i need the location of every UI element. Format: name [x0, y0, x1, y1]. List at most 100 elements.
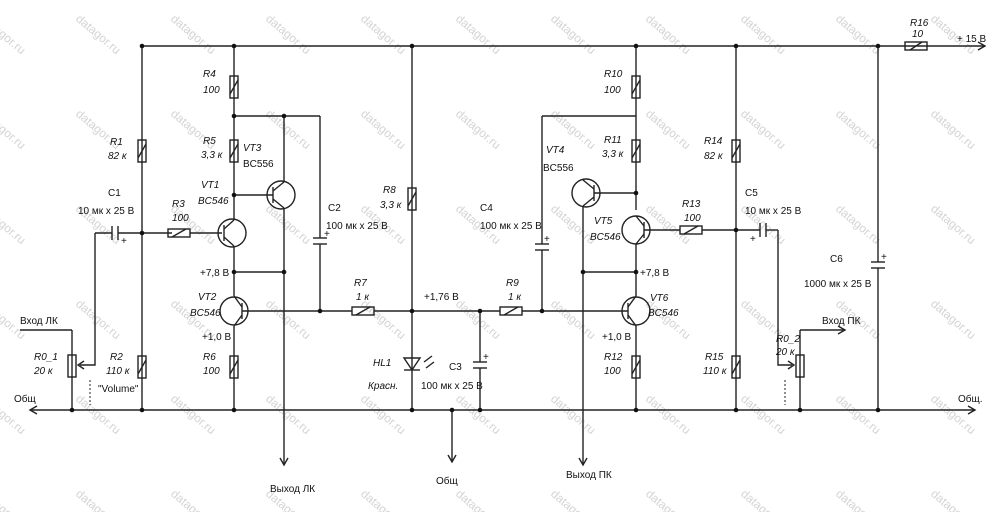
watermark-text: datagor.ru: [263, 107, 313, 152]
watermark-text: datagor.ru: [263, 202, 313, 247]
vt4-name: VT4: [546, 145, 565, 156]
input-left: Вход ЛК: [20, 316, 58, 327]
junction-dot: [409, 308, 415, 314]
watermark-text: datagor.ru: [358, 392, 408, 437]
watermark-text: datagor.ru: [928, 297, 978, 342]
r11-name: R11: [604, 135, 622, 146]
r0-1-value: 20 к: [33, 366, 54, 377]
supply-rail: [142, 41, 987, 51]
r6-name: R6: [203, 352, 216, 363]
r10-name: R10: [604, 69, 623, 80]
r3-value: 100: [172, 213, 189, 224]
vt1-name: VT1: [201, 180, 219, 191]
watermark-text: datagor.ru: [928, 202, 978, 247]
watermark-text: datagor.ru: [453, 487, 503, 512]
junction-dot: [733, 227, 739, 233]
c5-value: 10 мк х 25 В: [745, 206, 802, 217]
vt2-type: BC546: [190, 308, 221, 319]
r7-value: 1 к: [356, 292, 370, 303]
r11-value: 3,3 к: [602, 149, 625, 160]
middle-section: [402, 46, 628, 410]
junction-dot: [409, 407, 415, 413]
watermark-text: datagor.ru: [738, 392, 788, 437]
junction-dot: [580, 269, 586, 275]
c5-plus: +: [750, 234, 756, 245]
c4-plus: +: [544, 234, 550, 245]
r8-value: 3,3 к: [380, 200, 403, 211]
left-78v: +7,8 В: [200, 268, 230, 279]
junction-dot: [231, 407, 237, 413]
watermark-text: datagor.ru: [73, 392, 123, 437]
r2-name: R2: [110, 352, 123, 363]
junction-dot: [449, 407, 455, 413]
watermark-text: datagor.ru: [928, 107, 978, 152]
vt3-name: VT3: [243, 143, 262, 154]
vt2-name: VT2: [198, 292, 217, 303]
junction-dot: [733, 43, 739, 49]
labels: + 15 В R16 10 R1 82 к R2 110 к C1 10 мк …: [14, 18, 987, 495]
watermark-text: datagor.ru: [263, 297, 313, 342]
watermark-text: datagor.ru: [358, 107, 408, 152]
c2-name: C2: [328, 203, 341, 214]
watermark-text: datagor.ru: [0, 107, 28, 152]
r10-value: 100: [604, 85, 621, 96]
c3-name: C3: [449, 362, 462, 373]
junctions: [69, 43, 881, 413]
watermark-text: datagor.ru: [738, 107, 788, 152]
junction-dot: [633, 190, 639, 196]
r15-name: R15: [705, 352, 724, 363]
junction-dot: [231, 43, 237, 49]
left-channel: [20, 46, 412, 467]
r1-name: R1: [110, 137, 123, 148]
watermark-text: datagor.ru: [738, 12, 788, 57]
junction-dot: [231, 269, 237, 275]
r15-value: 110 к: [703, 366, 728, 377]
watermark-text: datagor.ru: [263, 392, 313, 437]
junction-dot: [317, 308, 323, 314]
watermark-text: datagor.ru: [263, 12, 313, 57]
vt4-type: BC556: [543, 163, 574, 174]
junction-dot: [633, 269, 639, 275]
vt1-type: BC546: [198, 196, 229, 207]
watermark-text: datagor.ru: [643, 487, 693, 512]
watermark-text: datagor.ru: [453, 12, 503, 57]
r9-value: 1 к: [508, 292, 522, 303]
c2-plus: +: [324, 229, 330, 240]
supply-label: + 15 В: [957, 34, 987, 45]
ground-right: Общ.: [958, 393, 983, 405]
input-right: Вход ПК: [822, 316, 861, 327]
junction-dot: [409, 43, 415, 49]
junction-dot: [733, 407, 739, 413]
watermark-text: datagor.ru: [833, 487, 883, 512]
ground-left: Общ: [14, 393, 36, 405]
watermark-text: datagor.ru: [643, 392, 693, 437]
right-78v: +7,8 В: [640, 268, 670, 279]
c4-name: C4: [480, 203, 493, 214]
c1-plus: +: [121, 236, 127, 247]
watermark-text: datagor.ru: [453, 392, 503, 437]
watermark-text: datagor.ru: [833, 202, 883, 247]
watermark-text: datagor.ru: [833, 392, 883, 437]
junction-dot: [231, 113, 237, 119]
junction-dot: [875, 43, 881, 49]
c1-name: C1: [108, 188, 121, 199]
r16-name: R16: [910, 18, 929, 29]
watermark-text: datagor.ru: [358, 297, 408, 342]
junction-dot: [477, 308, 483, 314]
c6-plus: +: [881, 252, 887, 263]
r12-value: 100: [604, 366, 621, 377]
watermark-text: datagor.ru: [833, 107, 883, 152]
c4-value: 100 мк х 25 В: [480, 221, 542, 232]
ground-rail: [28, 405, 977, 464]
watermark-text: datagor.ru: [833, 12, 883, 57]
junction-dot: [139, 43, 145, 49]
watermark-text: datagor.ru: [168, 392, 218, 437]
r0-1-name: R0_1: [34, 352, 58, 363]
r7-name: R7: [354, 278, 367, 289]
watermark-text: datagor.ru: [0, 12, 28, 57]
c6-value: 1000 мк х 25 В: [804, 279, 872, 290]
watermark-text: datagor.ru: [358, 487, 408, 512]
watermark-text: datagor.ru: [928, 487, 978, 512]
r0-2-name: R0_2: [776, 334, 800, 345]
